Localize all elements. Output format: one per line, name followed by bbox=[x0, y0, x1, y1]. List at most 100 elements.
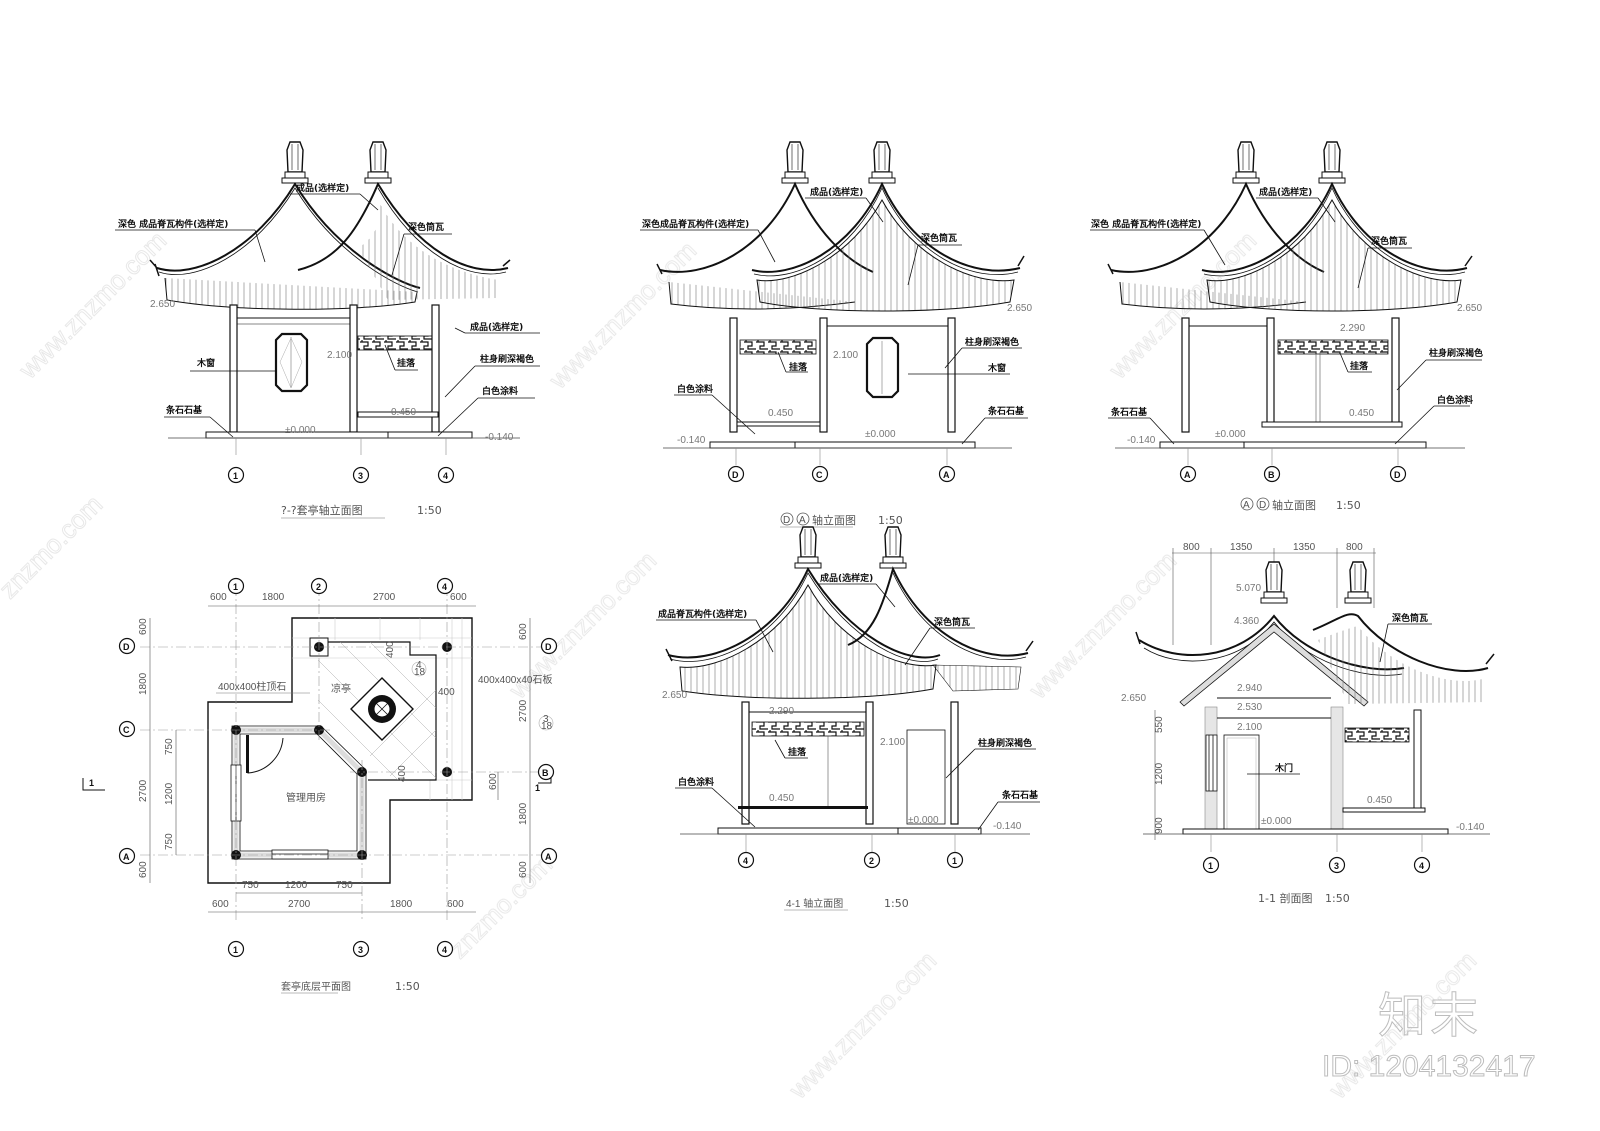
svg-text:D: D bbox=[783, 515, 790, 526]
svg-text:B: B bbox=[542, 768, 549, 778]
svg-text:2.650: 2.650 bbox=[1007, 303, 1032, 314]
svg-text:800: 800 bbox=[1346, 542, 1363, 553]
svg-text:B: B bbox=[1268, 470, 1275, 480]
svg-text:±0.000: ±0.000 bbox=[1261, 816, 1292, 827]
svg-text:1800: 1800 bbox=[390, 899, 413, 910]
axis-bubbles: 1 3 4 bbox=[1202, 834, 1431, 874]
svg-text:柱身刷深褐色: 柱身刷深褐色 bbox=[978, 737, 1032, 749]
view-title: 1-1 剖面图 bbox=[1258, 891, 1312, 905]
watermark-logo: 知末 bbox=[1377, 988, 1483, 1045]
svg-text:550: 550 bbox=[1154, 716, 1165, 733]
svg-text:2.100: 2.100 bbox=[833, 350, 858, 361]
svg-text:400: 400 bbox=[438, 687, 455, 698]
view-scale: 1:50 bbox=[1336, 499, 1361, 512]
svg-text:1: 1 bbox=[535, 783, 540, 793]
svg-text:2.100: 2.100 bbox=[327, 350, 352, 361]
svg-text:1800: 1800 bbox=[518, 802, 529, 825]
svg-text:白色涂料: 白色涂料 bbox=[678, 776, 714, 788]
annotation-labels: 深色筒瓦 木门 bbox=[1247, 612, 1432, 775]
svg-text:18: 18 bbox=[541, 721, 553, 732]
svg-text:2.650: 2.650 bbox=[150, 299, 175, 310]
svg-text:木门: 木门 bbox=[1274, 762, 1293, 774]
axis-bubbles: A B D bbox=[1179, 448, 1407, 483]
room-labels: 凉亭 管理用房 400x400柱顶石 400x400x40石板 bbox=[216, 673, 553, 804]
svg-text:1800: 1800 bbox=[138, 672, 149, 695]
view-title: D A 轴立面图 1:50 bbox=[780, 512, 903, 528]
svg-text:600: 600 bbox=[138, 861, 149, 878]
svg-text:2.650: 2.650 bbox=[662, 690, 687, 701]
svg-text:2.940: 2.940 bbox=[1237, 683, 1262, 694]
svg-text:A: A bbox=[1184, 470, 1191, 480]
svg-text:www.znzmo.com: www.znzmo.com bbox=[12, 225, 172, 385]
svg-text:管理用房: 管理用房 bbox=[286, 791, 326, 804]
svg-text:400x400柱顶石: 400x400柱顶石 bbox=[218, 680, 286, 693]
annotation-labels: 成品(选样定) 深色 成品脊瓦构件(选样定) 深色筒瓦 成品(选样定) 木窗 挂… bbox=[115, 182, 540, 438]
svg-text:轴立面图: 轴立面图 bbox=[1272, 498, 1316, 512]
svg-text:4: 4 bbox=[416, 660, 422, 671]
watermark-id: ID: 1204132417 bbox=[1322, 1050, 1537, 1084]
view-title: 套亭底层平面图 bbox=[281, 980, 351, 993]
svg-text:-0.140: -0.140 bbox=[1456, 822, 1485, 833]
svg-text:600: 600 bbox=[210, 592, 227, 603]
svg-text:柱身刷深褐色: 柱身刷深褐色 bbox=[1429, 347, 1483, 359]
dimension-labels: 800 1350 1350 800 550 1200 900 bbox=[1154, 542, 1363, 834]
view-plan: 600 1800 2700 600 750 1200 750 600 2700 … bbox=[82, 577, 558, 994]
svg-text:1: 1 bbox=[233, 945, 238, 955]
svg-text:条石石基: 条石石基 bbox=[165, 404, 203, 416]
view-elevation-1-4: 成品(选样定) 深色 成品脊瓦构件(选样定) 深色筒瓦 成品(选样定) 木窗 挂… bbox=[115, 141, 540, 519]
elevation-marks: 2.650 2.290 2.100 0.450 ±0.000 -0.140 bbox=[662, 690, 1022, 832]
svg-text:1200: 1200 bbox=[1154, 762, 1165, 785]
svg-text:深色筒瓦: 深色筒瓦 bbox=[934, 616, 970, 628]
axis-bubbles: 4 2 1 bbox=[737, 834, 964, 869]
svg-text:木窗: 木窗 bbox=[196, 357, 215, 369]
axis-bubbles: 1 3 4 bbox=[227, 438, 455, 484]
svg-text:成品(选样定): 成品(选样定) bbox=[470, 321, 523, 333]
svg-text:白色涂料: 白色涂料 bbox=[1437, 394, 1473, 406]
svg-text:挂落: 挂落 bbox=[1350, 360, 1369, 372]
elevation-marks: 2.650 2.290 0.450 ±0.000 -0.140 bbox=[1127, 303, 1482, 446]
annotation-labels: 成品(选样定) 成品脊瓦构件(选样定) 深色筒瓦 挂落 柱身刷深褐色 白色涂料 … bbox=[656, 572, 1040, 831]
svg-text:2.290: 2.290 bbox=[1340, 323, 1365, 334]
svg-text:柱身刷深褐色: 柱身刷深褐色 bbox=[480, 353, 534, 365]
svg-text:条石石基: 条石石基 bbox=[987, 405, 1025, 417]
svg-text:2700: 2700 bbox=[288, 899, 311, 910]
svg-text:成品(选样定): 成品(选样定) bbox=[296, 182, 349, 194]
svg-text:5.070: 5.070 bbox=[1236, 583, 1261, 594]
svg-text:4: 4 bbox=[743, 856, 748, 866]
view-section-1-1: 800 1350 1350 800 550 1200 900 bbox=[1121, 542, 1495, 905]
svg-text:3: 3 bbox=[1334, 861, 1339, 871]
svg-text:±0.000: ±0.000 bbox=[865, 429, 896, 440]
svg-text:www.znzmo.com: www.znzmo.com bbox=[782, 945, 942, 1105]
svg-text:0.450: 0.450 bbox=[1367, 795, 1392, 806]
view-scale: 1:50 bbox=[884, 897, 909, 910]
svg-text:750: 750 bbox=[164, 738, 175, 755]
svg-text:2.290: 2.290 bbox=[769, 706, 794, 717]
svg-text:600: 600 bbox=[138, 618, 149, 635]
svg-text:18: 18 bbox=[414, 667, 426, 678]
svg-text:2700: 2700 bbox=[373, 592, 396, 603]
annotation-labels: 成品(选样定) 深色成品脊瓦构件(选样定) 深色筒瓦 柱身刷深褐色 木窗 挂落 … bbox=[640, 186, 1028, 445]
svg-text:www.znzmo.com: www.znzmo.com bbox=[1022, 545, 1182, 705]
svg-text:木窗: 木窗 bbox=[987, 362, 1006, 374]
svg-text:条石石基: 条石石基 bbox=[1001, 789, 1039, 801]
svg-text:1: 1 bbox=[233, 471, 238, 481]
svg-text:600: 600 bbox=[488, 773, 499, 790]
svg-text:www.znzmo.com: www.znzmo.com bbox=[542, 235, 702, 395]
svg-text:600: 600 bbox=[518, 623, 529, 640]
svg-text:750: 750 bbox=[336, 880, 353, 891]
svg-text:3: 3 bbox=[543, 714, 549, 725]
view-title: ?-?套亭轴立面图 bbox=[281, 503, 363, 517]
svg-text:1: 1 bbox=[1208, 861, 1213, 871]
svg-text:0.450: 0.450 bbox=[1349, 408, 1374, 419]
svg-text:0.450: 0.450 bbox=[768, 408, 793, 419]
svg-text:挂落: 挂落 bbox=[788, 746, 807, 758]
svg-text:D: D bbox=[545, 642, 552, 652]
svg-text:条石石基: 条石石基 bbox=[1110, 406, 1148, 418]
view-elevation-A-D: 成品(选样定) 深色 成品脊瓦构件(选样定) 深色筒瓦 挂落 柱身刷深褐色 白色… bbox=[1090, 141, 1483, 512]
svg-text:-0.140: -0.140 bbox=[993, 821, 1022, 832]
svg-text:D: D bbox=[123, 642, 130, 652]
svg-text:深色筒瓦: 深色筒瓦 bbox=[408, 221, 444, 233]
svg-text:成品脊瓦构件(选样定): 成品脊瓦构件(选样定) bbox=[658, 608, 747, 620]
svg-text:-0.140: -0.140 bbox=[677, 435, 706, 446]
svg-text:1200: 1200 bbox=[164, 782, 175, 805]
